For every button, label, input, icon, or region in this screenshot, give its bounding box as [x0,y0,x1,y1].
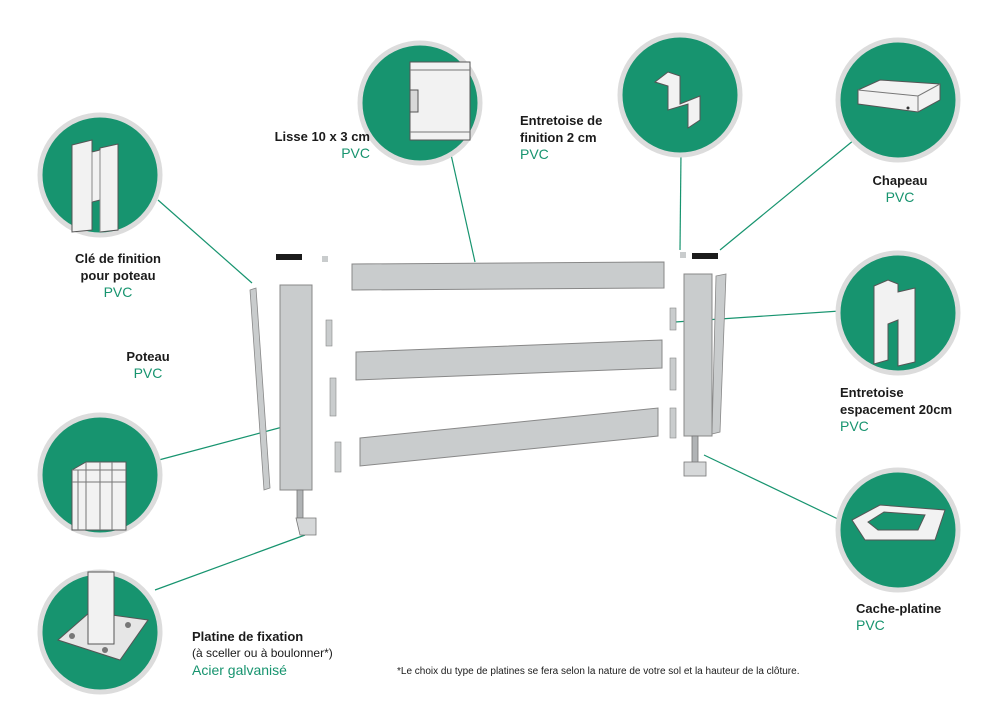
label-poteau-title: Poteau [126,349,170,364]
circle-entretoise-espacement [835,250,961,376]
label-entretoise-espacement-title: Entretoise espacement 20cm [840,385,953,417]
label-lisse-material: PVC [341,145,370,161]
post-profile-icon [71,461,127,531]
left-post [279,284,313,491]
label-entretoise-finition-material: PVC [520,146,549,162]
rail-top [351,261,665,291]
right-spacer-2 [669,357,677,391]
circle-platine [37,569,163,695]
circle-entretoise-finition [617,32,743,158]
leader-lines [154,139,855,591]
label-chapeau: Chapeau PVC [850,172,950,206]
finish-spacer-icon [653,71,701,129]
label-chapeau-material: PVC [885,189,915,205]
footnote: *Le choix du type de platines se fera se… [397,666,800,677]
base-cover-icon [851,504,946,541]
label-cle-title: Clé de finition pour poteau [75,251,161,283]
label-cache-platine-title: Cache-platine [856,601,942,616]
right-base-plate [683,461,707,477]
right-spacer-3 [669,407,677,439]
label-platine-title: Platine de fixation [192,629,304,644]
right-finish-key [711,273,727,435]
label-cache-platine-material: PVC [856,617,885,633]
rail-end-icon [409,61,471,141]
left-base-plate [295,517,317,536]
left-spacer-3 [334,441,342,473]
left-cap [276,254,302,260]
right-finish-spacer [680,252,686,258]
left-spacer-2 [329,377,337,417]
circle-cle [37,112,163,238]
circle-chapeau [835,37,961,163]
spacing-spacer-icon [873,279,916,367]
label-entretoise-finition-title: Entretoise de finition 2 cm [520,113,603,145]
label-platine: Platine de fixation (à sceller ou à boul… [192,628,392,679]
label-poteau: Poteau PVC [98,348,198,382]
right-spacer-1 [669,307,677,331]
finish-key-icon [71,139,119,233]
right-cap [692,253,718,259]
left-post-rod [296,489,304,519]
rail-middle [355,339,663,381]
right-post [683,273,713,437]
circle-cache-platine [835,467,961,593]
label-cle-material: PVC [103,284,133,300]
fence-assembly [249,252,727,536]
right-post-rod [691,435,699,465]
cap-icon [857,79,941,113]
label-entretoise-espacement-material: PVC [840,418,869,434]
left-spacer-1 [325,319,333,347]
label-lisse-title: Lisse 10 x 3 cm [274,129,370,144]
label-platine-material: Acier galvanisé [192,662,287,678]
label-poteau-material: PVC [133,365,163,381]
label-entretoise-espacement: Entretoise espacement 20cm PVC [840,384,990,435]
label-cache-platine: Cache-platine PVC [856,600,976,634]
label-lisse: Lisse 10 x 3 cm PVC [250,128,370,162]
left-finish-spacer [322,256,328,262]
rail-bottom [359,407,659,467]
label-chapeau-title: Chapeau [872,173,928,188]
base-plate-icon [57,571,149,661]
circle-lisse [357,40,483,166]
left-finish-key [249,287,271,491]
label-cle: Clé de finition pour poteau PVC [58,250,178,301]
label-entretoise-finition: Entretoise de finition 2 cm PVC [520,112,640,163]
circle-poteau [37,412,163,538]
label-platine-subtitle: (à sceller ou à boulonner*) [192,646,333,660]
